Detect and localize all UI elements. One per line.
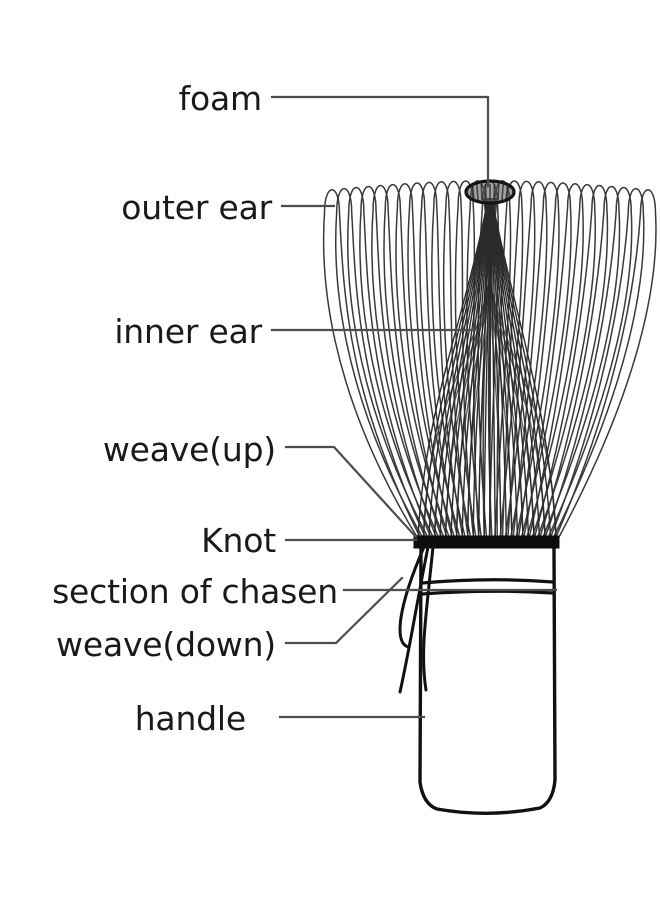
inner-ear-tines [417, 203, 557, 538]
label-weave-up: weave(up) [103, 430, 276, 469]
leader-line-weave-up [284, 445, 418, 539]
label-outer-ear: outer ear [121, 188, 272, 227]
label-handle: handle [135, 699, 246, 738]
label-inner-ear: inner ear [114, 312, 262, 351]
leader-line-weave-down [284, 576, 404, 645]
foam-knot [464, 179, 516, 244]
leader-line-foam [270, 95, 490, 188]
hanging-threads [398, 545, 435, 694]
handle-body [418, 547, 557, 815]
label-knot: Knot [201, 521, 276, 560]
label-weave-down: weave(down) [56, 625, 276, 664]
leader-lines [270, 95, 558, 719]
label-group: foam outer ear inner ear weave(up) Knot secti… [52, 79, 338, 738]
label-section-of-chasen: section of chasen [52, 572, 338, 611]
label-foam: foam [179, 79, 262, 118]
knot-band [413, 535, 560, 549]
